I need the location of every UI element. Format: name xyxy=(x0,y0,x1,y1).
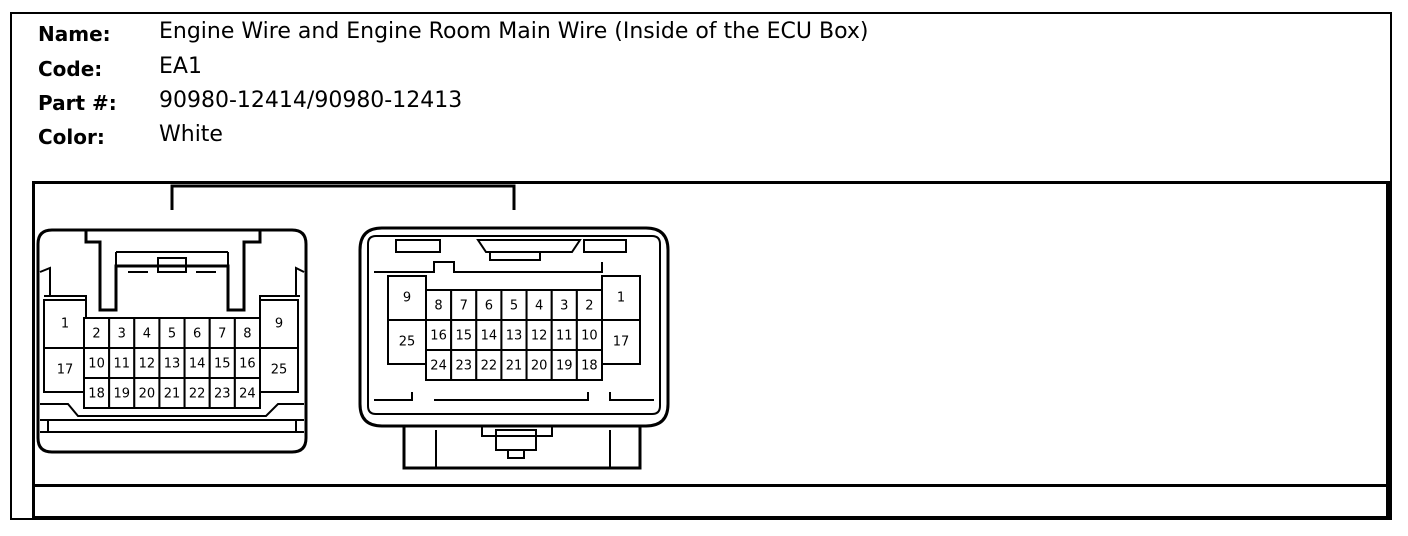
name-value: Engine Wire and Engine Room Main Wire (I… xyxy=(159,19,869,44)
pin-label: 20 xyxy=(139,387,156,402)
pin-cell xyxy=(183,377,211,409)
pin-cell xyxy=(233,377,262,409)
pin-label: 25 xyxy=(271,363,288,378)
pin-label: 23 xyxy=(455,359,472,374)
pin-label: 5 xyxy=(510,299,518,314)
pin-label: 20 xyxy=(531,359,548,374)
pin-label: 3 xyxy=(560,299,568,314)
pin-label: 13 xyxy=(164,357,181,372)
pin-label: 5 xyxy=(168,327,176,342)
pin-cell xyxy=(500,349,528,381)
pin-cell xyxy=(575,349,603,381)
pin-cell xyxy=(425,319,453,351)
pin-cell xyxy=(425,289,453,321)
pin-cell xyxy=(475,349,503,381)
pin-cell xyxy=(108,377,136,409)
view-link-bracket xyxy=(170,184,516,210)
pin-label: 23 xyxy=(214,387,231,402)
pin-label: 4 xyxy=(143,327,151,342)
pin-label: 22 xyxy=(481,359,498,374)
pin-label: 7 xyxy=(460,299,468,314)
pin-cell xyxy=(133,347,161,379)
code-value: EA1 xyxy=(159,54,202,79)
pin-cell xyxy=(525,349,553,381)
pin-label: 9 xyxy=(403,291,411,306)
pin-label: 6 xyxy=(485,299,493,314)
pin-label: 15 xyxy=(214,357,231,372)
pin-label: 3 xyxy=(118,327,126,342)
pin-cell xyxy=(233,317,262,349)
pin-label: 1 xyxy=(61,317,69,332)
pin-label: 21 xyxy=(164,387,181,402)
pin-cell xyxy=(550,289,578,321)
pin-label: 17 xyxy=(613,335,630,350)
pin-label: 8 xyxy=(434,299,442,314)
pin-label: 19 xyxy=(113,387,130,402)
pin-cell xyxy=(133,377,161,409)
part-number-value: 90980-12414/90980-12413 xyxy=(159,88,463,113)
pin-label: 22 xyxy=(189,387,206,402)
pin-label: 11 xyxy=(113,357,130,372)
pin-label: 14 xyxy=(481,329,498,344)
pin-label: 9 xyxy=(275,317,283,332)
pin-label: 11 xyxy=(556,329,573,344)
pin-cell xyxy=(575,289,603,321)
pin-label: 24 xyxy=(430,359,447,374)
color-value: White xyxy=(159,122,223,147)
pin-label: 2 xyxy=(92,327,100,342)
code-label: Code: xyxy=(38,57,103,81)
pin-label: 17 xyxy=(57,363,74,378)
pin-cell xyxy=(233,347,262,379)
part-number-label: Part #: xyxy=(38,91,117,115)
pin-label: 7 xyxy=(218,327,226,342)
pin-label: 16 xyxy=(430,329,447,344)
color-label: Color: xyxy=(38,125,105,149)
pin-label: 8 xyxy=(243,327,251,342)
pin-label: 12 xyxy=(531,329,548,344)
pin-label: 25 xyxy=(399,335,416,350)
pin-label: 18 xyxy=(581,359,598,374)
footer-strip xyxy=(32,484,1390,520)
pin-label: 1 xyxy=(617,291,625,306)
pin-label: 2 xyxy=(585,299,593,314)
pin-label: 15 xyxy=(455,329,472,344)
pin-cell xyxy=(133,317,161,349)
right-connector-housing xyxy=(358,226,670,470)
pin-label: 10 xyxy=(88,357,105,372)
name-label: Name: xyxy=(38,22,111,46)
pin-label: 16 xyxy=(239,357,256,372)
pin-cell xyxy=(208,347,236,379)
pin-label: 18 xyxy=(88,387,105,402)
pin-label: 6 xyxy=(193,327,201,342)
pin-label: 10 xyxy=(581,329,598,344)
pin-label: 24 xyxy=(239,387,256,402)
connector-diagram-panel xyxy=(32,181,1390,487)
pin-label: 12 xyxy=(139,357,156,372)
right-pin-cells: 8 7 6 5 4 3 2 16 15 14 13 12 11 10 24 23 22 21 20 19 18 9 25 1 1… xyxy=(399,289,630,381)
pin-label: 19 xyxy=(556,359,573,374)
pin-label: 13 xyxy=(506,329,523,344)
pin-label: 14 xyxy=(189,357,206,372)
pin-cell xyxy=(83,377,111,409)
pin-label: 4 xyxy=(535,299,543,314)
pin-label: 21 xyxy=(506,359,523,374)
pin-cell xyxy=(108,347,136,379)
